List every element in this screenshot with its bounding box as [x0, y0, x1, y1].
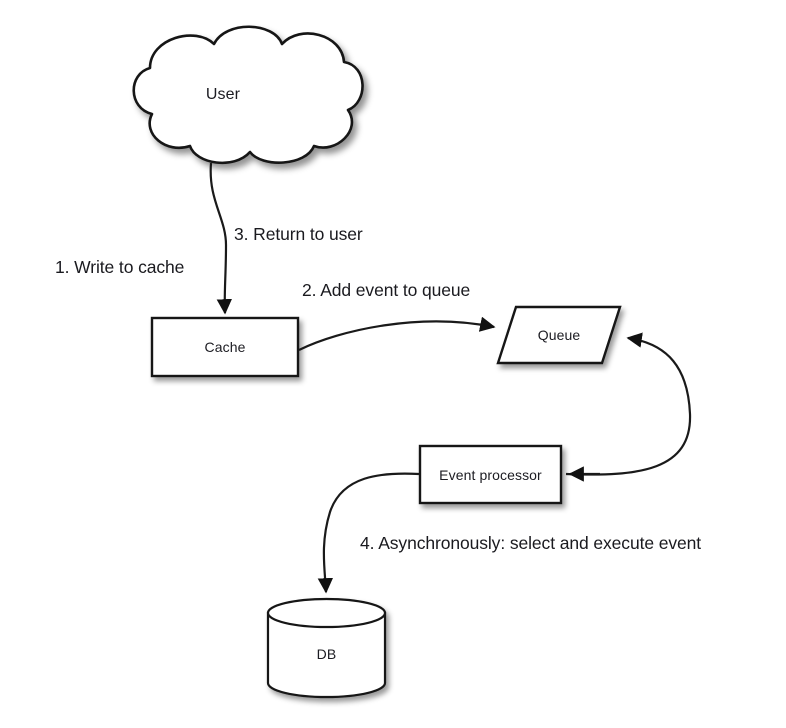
edge-queue-to-event-processor[interactable] [565, 332, 692, 476]
node-db[interactable] [266, 597, 387, 699]
edge-label-async-select-execute: 4. Asynchronously: select and execute ev… [360, 533, 702, 553]
node-label-user: User [205, 86, 241, 103]
edge-cache-to-queue[interactable] [298, 316, 496, 351]
edge-user-to-cache[interactable] [209, 162, 233, 315]
node-label-queue: Queue [537, 327, 581, 343]
db-cylinder-body [266, 611, 387, 699]
edge-processor-to-db[interactable] [317, 472, 420, 594]
cache-rect [150, 316, 300, 378]
cloud-shape [132, 25, 364, 165]
node-user[interactable] [132, 25, 364, 165]
edge-queue-loop-path [565, 332, 692, 476]
node-event-processor[interactable] [418, 444, 563, 505]
edge-label-return-to-user: 3. Return to user [234, 224, 363, 244]
node-label-event-processor: Event processor [439, 467, 542, 483]
db-cylinder-top [266, 597, 387, 629]
node-label-cache: Cache [204, 339, 246, 355]
queue-parallelogram [496, 305, 622, 365]
edge-cache-to-queue-path [298, 316, 496, 351]
edge-label-add-event-to-queue: 2. Add event to queue [302, 280, 471, 300]
edge-label-write-to-cache: 1. Write to cache [55, 257, 185, 277]
event-processor-rect [418, 444, 563, 505]
edge-processor-to-db-path [317, 472, 420, 594]
node-label-db: DB [316, 646, 337, 662]
node-cache[interactable] [150, 316, 300, 378]
node-queue[interactable] [496, 305, 622, 365]
edge-user-to-cache-path [209, 162, 233, 315]
